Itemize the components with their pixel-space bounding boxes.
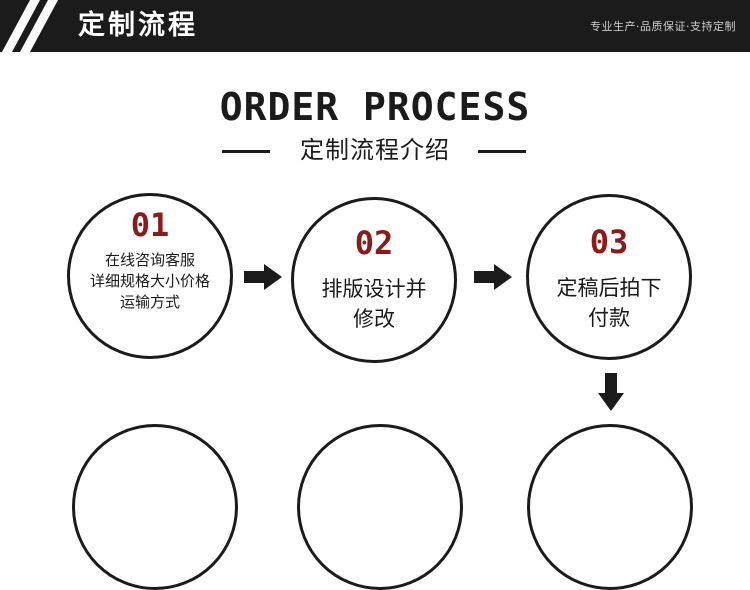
step-line: 详细规格大小价格 <box>89 272 210 290</box>
subtitle-line-right <box>478 150 526 153</box>
step-line: 运输方式 <box>119 293 180 311</box>
step-line: 排版设计并 <box>321 277 427 301</box>
subtitle-text: 定制流程介绍 <box>300 136 450 164</box>
step-number: 01 <box>130 206 170 244</box>
subtitle-line-left <box>222 150 270 153</box>
header-bar: 定制流程 专业生产·品质保证·支持定制 <box>0 0 750 52</box>
step-circle-2: 02 排版设计并 修改 <box>291 197 457 363</box>
step-line: 付款 <box>588 306 630 330</box>
section-subtitle: 定制流程介绍 <box>0 133 750 169</box>
step-circle-1: 01 在线咨询客服 详细规格大小价格 运输方式 <box>67 193 233 359</box>
header-slogan: 专业生产·品质保证·支持定制 <box>590 20 736 33</box>
step-line: 修改 <box>353 307 395 331</box>
arrow-right-icon <box>474 264 512 290</box>
step-number: 02 <box>354 224 394 262</box>
step-line: 在线咨询客服 <box>104 251 195 269</box>
step-description: 在线咨询客服 详细规格大小价格 运输方式 <box>70 250 230 313</box>
stripes-decoration-icon <box>2 0 58 52</box>
section-heading: ORDER PROCESS <box>219 85 531 129</box>
arrow-down-icon <box>598 373 624 411</box>
step-description: 排版设计并 修改 <box>294 274 454 334</box>
arrow-right-icon <box>244 264 282 290</box>
step-number: 03 <box>589 223 629 261</box>
step-description: 定稿后拍下 付款 <box>529 273 689 333</box>
header-title: 定制流程 <box>78 10 198 41</box>
step-circle-3: 03 定稿后拍下 付款 <box>526 194 692 360</box>
step-line: 定稿后拍下 <box>556 276 662 300</box>
